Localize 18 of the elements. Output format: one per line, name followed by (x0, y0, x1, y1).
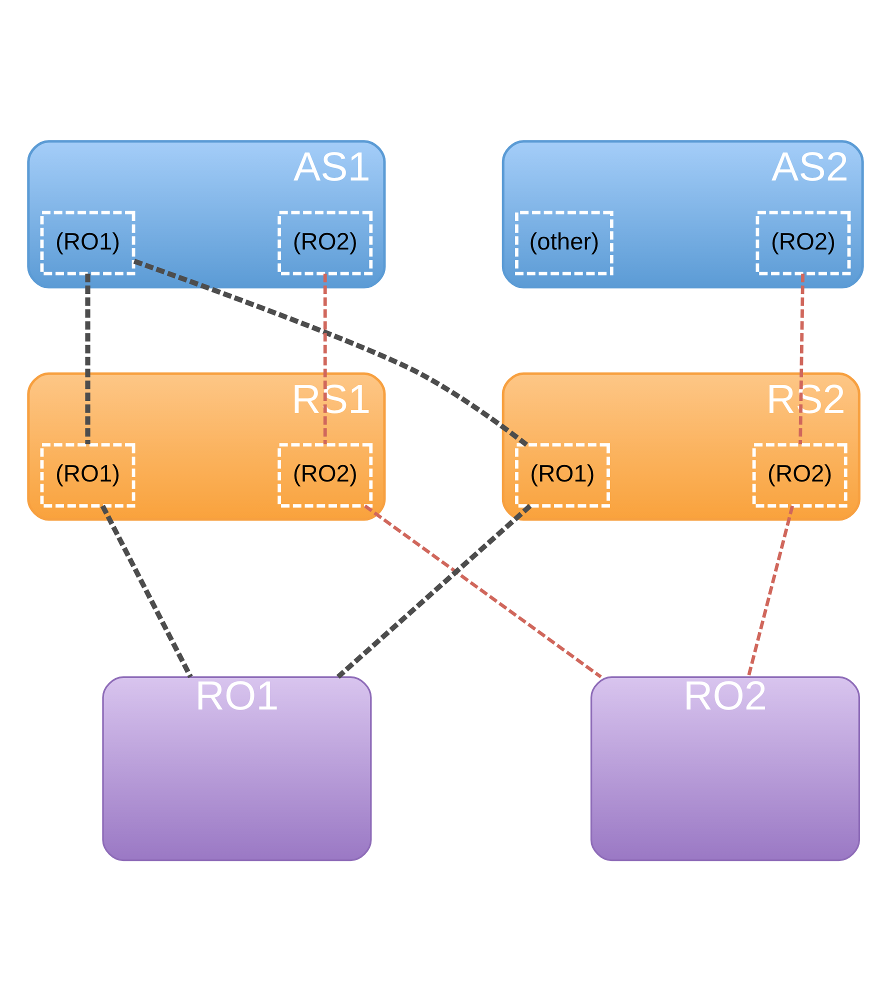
connector (336, 504, 532, 679)
connector (323, 274, 327, 444)
connector (746, 505, 794, 678)
node-box: (RO1) (40, 210, 136, 276)
node-box: (RO2) (752, 443, 848, 508)
connector (364, 504, 602, 678)
node-box: (RO2) (278, 210, 373, 276)
connector (133, 258, 528, 447)
connector (85, 274, 90, 444)
node-box: RO1 (102, 676, 372, 862)
connector (100, 504, 193, 678)
connector (798, 274, 804, 444)
node-box: (RO1) (515, 443, 610, 508)
node-box: RO2 (590, 676, 860, 862)
node-box: (other) (515, 210, 614, 276)
node-box: (RO1) (40, 443, 136, 508)
node-box: (RO2) (756, 210, 851, 276)
node-box: (RO2) (278, 443, 373, 508)
